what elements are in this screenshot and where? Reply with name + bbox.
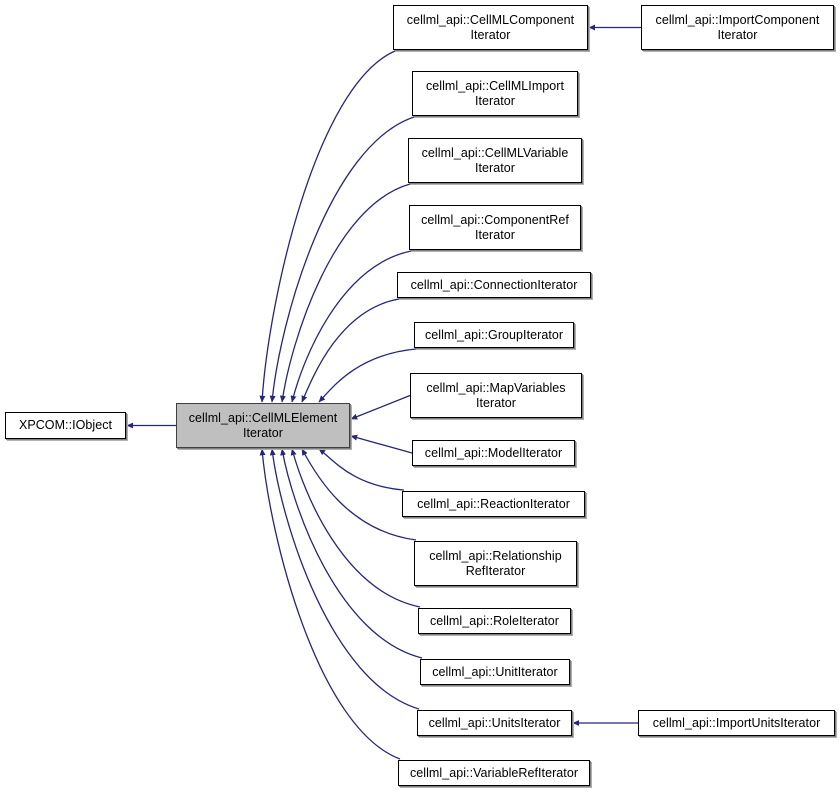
inheritance-edge: [350, 434, 413, 454]
inheritance-edge: [259, 448, 401, 760]
class-node-label: cellml_api::MapVariables Iterator: [426, 380, 566, 410]
class-node-connection[interactable]: cellml_api::ConnectionIterator: [397, 272, 591, 298]
inheritance-edge: [269, 448, 420, 710]
inheritance-edge: [301, 448, 417, 541]
inheritance-edge: [269, 116, 415, 403]
class-node-label: cellml_api::ComponentRef Iterator: [421, 212, 569, 242]
class-node-label: cellml_api::ReactionIterator: [417, 496, 570, 511]
class-node-label: cellml_api::UnitIterator: [432, 664, 558, 679]
inheritance-edge: [290, 448, 421, 608]
class-node-label: cellml_api::RoleIterator: [429, 613, 560, 628]
inheritance-edge: [318, 348, 417, 403]
class-node-label: cellml_api::VariableRefIterator: [409, 765, 579, 780]
class-node-label: cellml_api::ModelIterator: [424, 445, 563, 460]
inheritance-edge: [279, 183, 411, 403]
class-node-label: cellml_api::CellMLElement Iterator: [188, 410, 338, 440]
class-node-reaction[interactable]: cellml_api::ReactionIterator: [402, 491, 585, 517]
class-node-role[interactable]: cellml_api::RoleIterator: [418, 608, 571, 634]
class-node-importunits[interactable]: cellml_api::ImportUnitsIterator: [638, 710, 835, 736]
class-node-mapvariables[interactable]: cellml_api::MapVariables Iterator: [410, 373, 582, 418]
class-node-componentref[interactable]: cellml_api::ComponentRef Iterator: [409, 205, 581, 250]
inheritance-edge: [280, 448, 423, 659]
class-node-label: cellml_api::GroupIterator: [424, 327, 564, 342]
class-node-label: cellml_api::ImportUnitsIterator: [652, 715, 821, 730]
inheritance-edge: [350, 394, 411, 420]
class-node-importcomponent[interactable]: cellml_api::ImportComponent Iterator: [641, 5, 834, 50]
class-node-model[interactable]: cellml_api::ModelIterator: [412, 440, 575, 466]
class-node-cellmlimport[interactable]: cellml_api::CellMLImport Iterator: [412, 71, 578, 116]
class-node-label: cellml_api::Relationship RefIterator: [429, 548, 562, 578]
class-node-units[interactable]: cellml_api::UnitsIterator: [417, 710, 572, 736]
inheritance-edge: [318, 448, 405, 491]
inheritance-edge: [290, 250, 412, 403]
class-node-label: cellml_api::ImportComponent Iterator: [655, 12, 820, 42]
class-node-variableref[interactable]: cellml_api::VariableRefIterator: [398, 760, 590, 786]
class-node-label: cellml_api::CellMLVariable Iterator: [421, 145, 569, 175]
class-node-label: cellml_api::CellMLComponent Iterator: [406, 12, 575, 42]
class-node-label: cellml_api::CellMLImport Iterator: [425, 78, 565, 108]
class-node-cellmlvariable[interactable]: cellml_api::CellMLVariable Iterator: [408, 138, 582, 183]
class-node-relationshipref[interactable]: cellml_api::Relationship RefIterator: [414, 541, 577, 586]
class-node-cellmlcomponent[interactable]: cellml_api::CellMLComponent Iterator: [393, 5, 588, 50]
class-node-label: XPCOM::IObject: [18, 418, 113, 432]
class-node-group[interactable]: cellml_api::GroupIterator: [414, 322, 574, 348]
inheritance-edge: [259, 50, 396, 403]
class-node-label: cellml_api::UnitsIterator: [428, 715, 561, 730]
class-node-unit[interactable]: cellml_api::UnitIterator: [420, 659, 570, 685]
inheritance-edge: [301, 298, 400, 403]
class-node-cellmlelementiter[interactable]: cellml_api::CellMLElement Iterator: [176, 403, 350, 448]
class-node-label: cellml_api::ConnectionIterator: [410, 277, 578, 292]
class-node-iobject[interactable]: XPCOM::IObject: [5, 412, 126, 439]
